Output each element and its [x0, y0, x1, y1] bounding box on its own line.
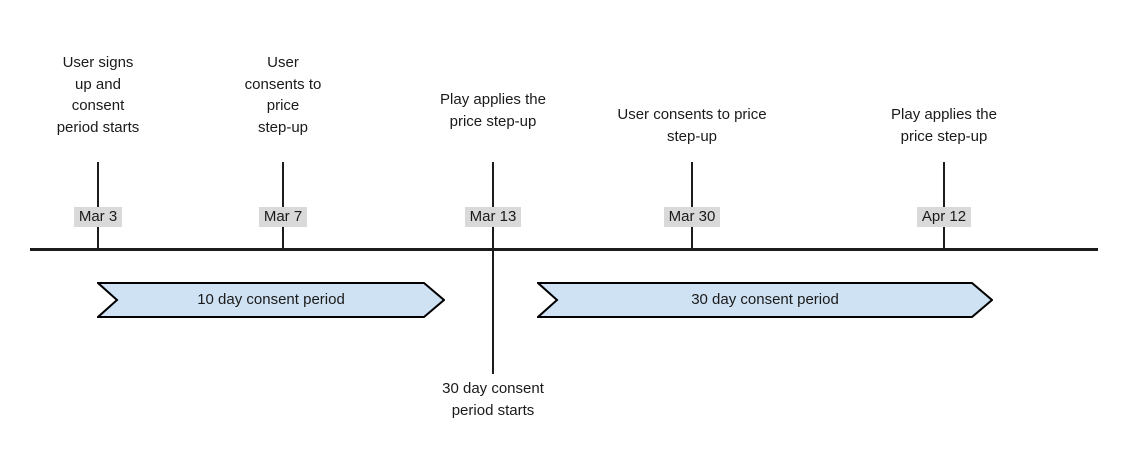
event-label: Play applies the price step-up [891, 106, 997, 145]
event-date: Mar 30 [602, 207, 782, 227]
chevron-arrow-shape [537, 282, 993, 318]
event-date-badge: Mar 7 [258, 207, 308, 227]
event-date: Mar 7 [193, 207, 373, 227]
period-banner-label: 10 day consent period [197, 291, 345, 308]
event-tick [943, 162, 945, 251]
event-label: User signs up and consent period starts [56, 54, 140, 136]
event-label: User consents to price step-up [244, 54, 322, 136]
event-date: Mar 3 [8, 207, 188, 227]
event-date-badge: Mar 13 [464, 207, 522, 227]
chevron-arrow-shape [97, 282, 445, 318]
event-label: User consents to price step-up [617, 106, 767, 145]
timeline-axis-line [30, 248, 1098, 251]
event-date-badge: Mar 3 [73, 207, 123, 227]
period-banner-label: 30 day consent period [691, 291, 839, 308]
event-label: Play applies the price step-up [440, 91, 546, 130]
event-tick [691, 162, 693, 251]
period-banner-30day: 30 day consent period [537, 282, 993, 318]
event-tick [492, 162, 494, 374]
event-date-badge: Apr 12 [916, 207, 972, 227]
period-banner-10day: 10 day consent period [97, 282, 445, 318]
event-tick [282, 162, 284, 251]
event-date: Apr 12 [854, 207, 1034, 227]
event-date: Mar 13 [403, 207, 583, 227]
event-tick [97, 162, 99, 251]
below-axis-annotation: 30 day consent period starts [442, 380, 544, 419]
event-date-badge: Mar 30 [663, 207, 721, 227]
